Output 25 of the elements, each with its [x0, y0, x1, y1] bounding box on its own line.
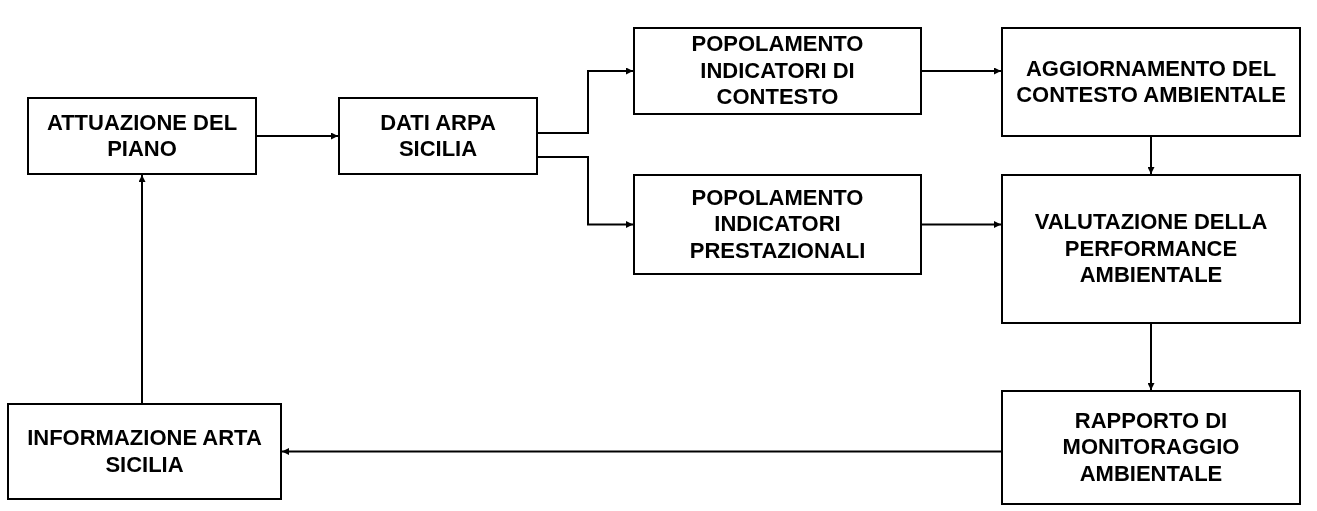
process-box — [1001, 27, 1301, 137]
box-label: INFORMAZIONE ARTA SICILIA — [26, 425, 263, 478]
arrow — [921, 67, 1002, 75]
box-label: POPOLAMENTO INDICATORI PRESTAZIONALI — [688, 184, 867, 265]
process-box — [1001, 174, 1301, 324]
box-label: VALUTAZIONE DELLA PERFORMANCE AMBIENTALE — [1033, 209, 1269, 289]
arrow — [537, 156, 634, 228]
process-box — [7, 403, 282, 500]
box-label: RAPPORTO DI MONITORAGGIO AMBIENTALE — [1061, 407, 1241, 488]
arrow — [1147, 136, 1155, 175]
box-label: AGGIORNAMENTO DEL CONTESTO AMBIENTALE — [1015, 55, 1287, 109]
arrow — [921, 221, 1002, 228]
arrow — [138, 174, 146, 404]
process-box — [633, 27, 922, 115]
box-label: ATTUAZIONE DEL PIANO — [45, 109, 239, 163]
arrow — [537, 67, 634, 134]
box-label: POPOLAMENTO INDICATORI DI CONTESTO — [690, 31, 865, 111]
arrow — [281, 448, 1002, 455]
process-box — [633, 174, 922, 275]
arrow — [1147, 323, 1155, 391]
process-box — [27, 97, 257, 175]
box-label: DATI ARPA SICILIA — [379, 109, 497, 163]
process-box — [338, 97, 538, 175]
arrow — [256, 132, 339, 140]
process-box — [1001, 390, 1301, 505]
